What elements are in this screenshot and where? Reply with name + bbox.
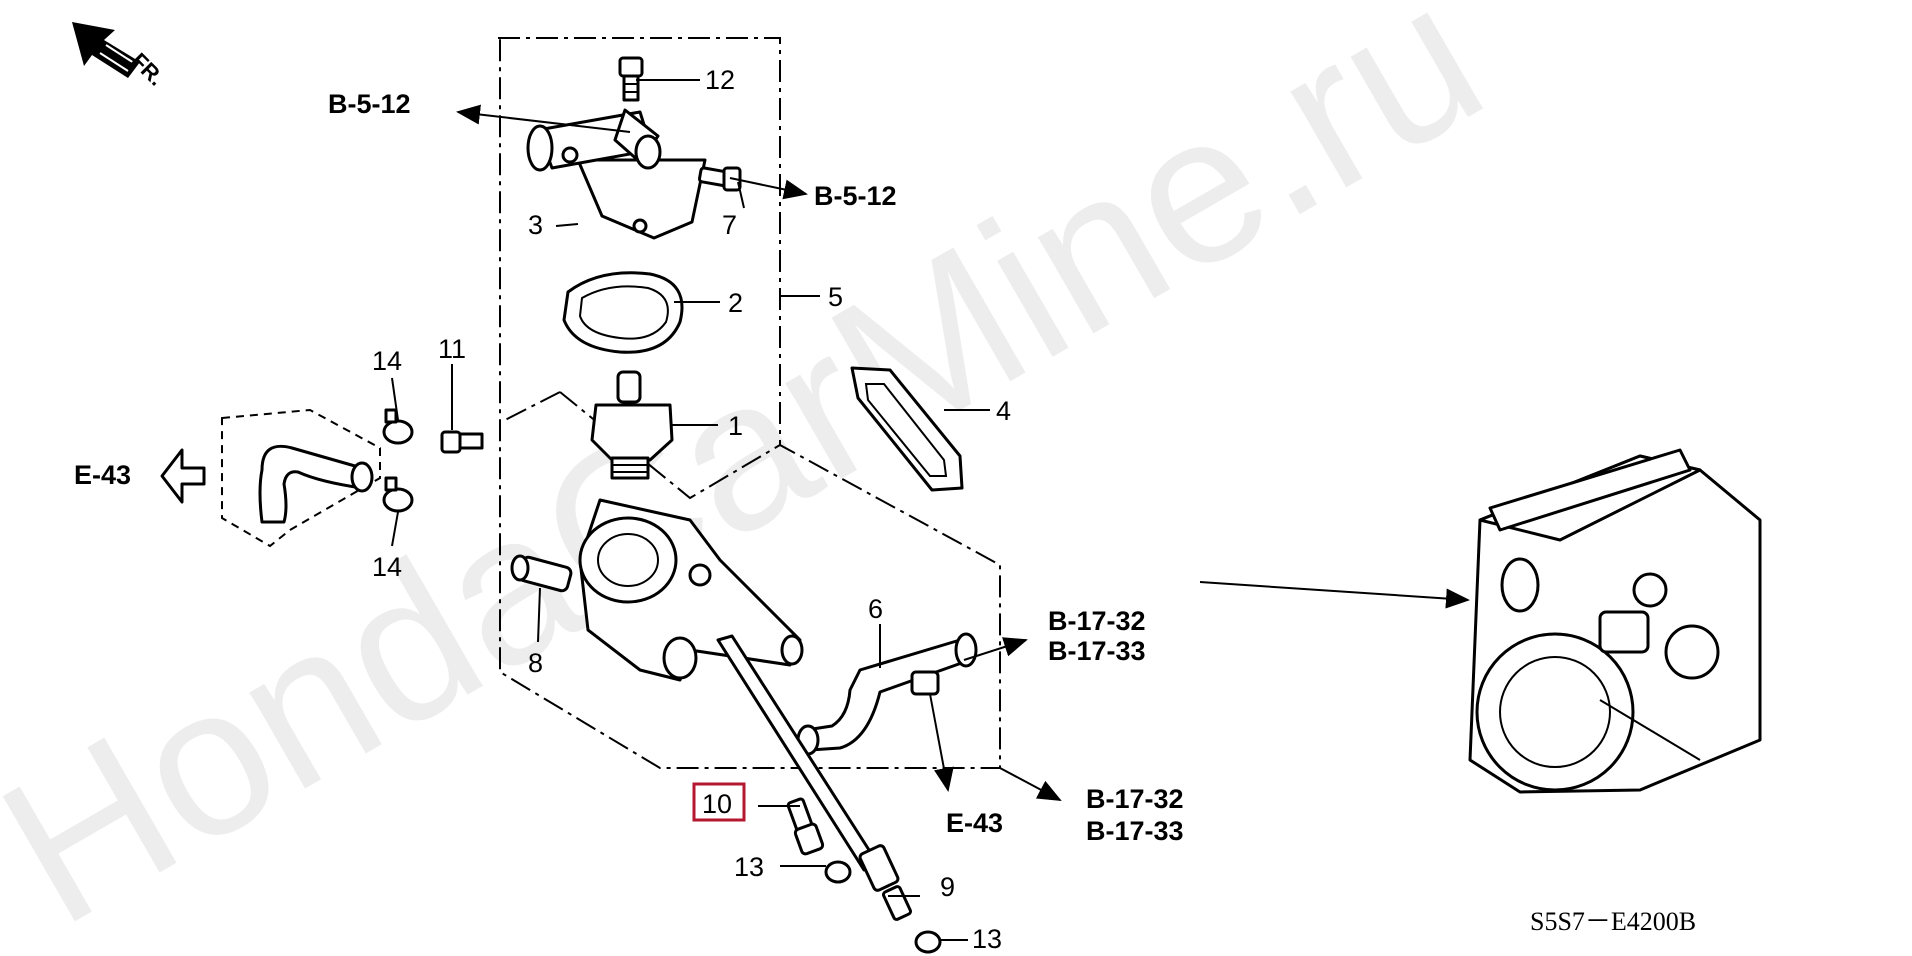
thermostat-housing bbox=[578, 498, 804, 682]
callout-13-lower: 13 bbox=[972, 924, 1002, 954]
part-6-water-pipe bbox=[796, 632, 978, 756]
part-4-gasket bbox=[850, 366, 964, 492]
part-8-stud bbox=[510, 554, 573, 593]
callout-10: 10 bbox=[702, 789, 732, 819]
part-14-clamp-lower bbox=[382, 476, 414, 513]
callout-2: 2 bbox=[728, 288, 743, 318]
part-13-washer-lower bbox=[914, 930, 942, 954]
ref-lower: E-43 bbox=[946, 808, 1003, 838]
front-label: FR. bbox=[126, 48, 169, 91]
callout-10-highlight bbox=[692, 782, 746, 822]
part-14-clamp-upper bbox=[382, 408, 414, 445]
part-12-bolt bbox=[618, 56, 644, 102]
part-11-bolt bbox=[440, 430, 484, 454]
ref-top-right: B-5-12 bbox=[814, 181, 897, 211]
callout-4: 4 bbox=[996, 396, 1011, 426]
ref-bottom-b: B-17-33 bbox=[1086, 816, 1184, 846]
callout-8: 8 bbox=[528, 648, 543, 678]
callout-13-upper: 13 bbox=[734, 852, 764, 882]
ref-top-left: B-5-12 bbox=[328, 89, 411, 119]
ref-mid-b: B-17-33 bbox=[1048, 636, 1146, 666]
callout-12: 12 bbox=[705, 65, 735, 95]
callout-14-upper: 14 bbox=[372, 346, 402, 376]
diagram-code: S5S7－E4200B bbox=[1530, 907, 1696, 936]
ref-mid-a: B-17-32 bbox=[1048, 606, 1146, 636]
left-reference-arrow-icon bbox=[160, 448, 206, 504]
ref-left: E-43 bbox=[74, 460, 131, 490]
part-3-water-outlet bbox=[526, 108, 707, 240]
part-9-fitting bbox=[858, 844, 913, 921]
callout-5: 5 bbox=[828, 282, 843, 312]
assembly-boundary bbox=[498, 37, 1001, 769]
engine-overview bbox=[1468, 448, 1762, 794]
coolant-hose bbox=[258, 444, 374, 524]
callout-6: 6 bbox=[868, 594, 883, 624]
part-13-washer-upper bbox=[824, 860, 852, 884]
callout-14-lower: 14 bbox=[372, 552, 402, 582]
callout-7: 7 bbox=[722, 210, 737, 240]
part-1-thermostat bbox=[590, 370, 674, 480]
callout-1: 1 bbox=[728, 411, 743, 441]
part-7-bolt bbox=[697, 166, 742, 192]
front-direction-icon bbox=[72, 22, 140, 78]
callout-3: 3 bbox=[528, 210, 543, 240]
callout-9: 9 bbox=[940, 872, 955, 902]
part-10-sensor bbox=[786, 797, 825, 856]
part-2-gasket bbox=[562, 271, 684, 354]
watermark: HondaCarMine.ru bbox=[0, 0, 1518, 956]
callout-11: 11 bbox=[438, 334, 466, 364]
ref-bottom-a: B-17-32 bbox=[1086, 784, 1184, 814]
